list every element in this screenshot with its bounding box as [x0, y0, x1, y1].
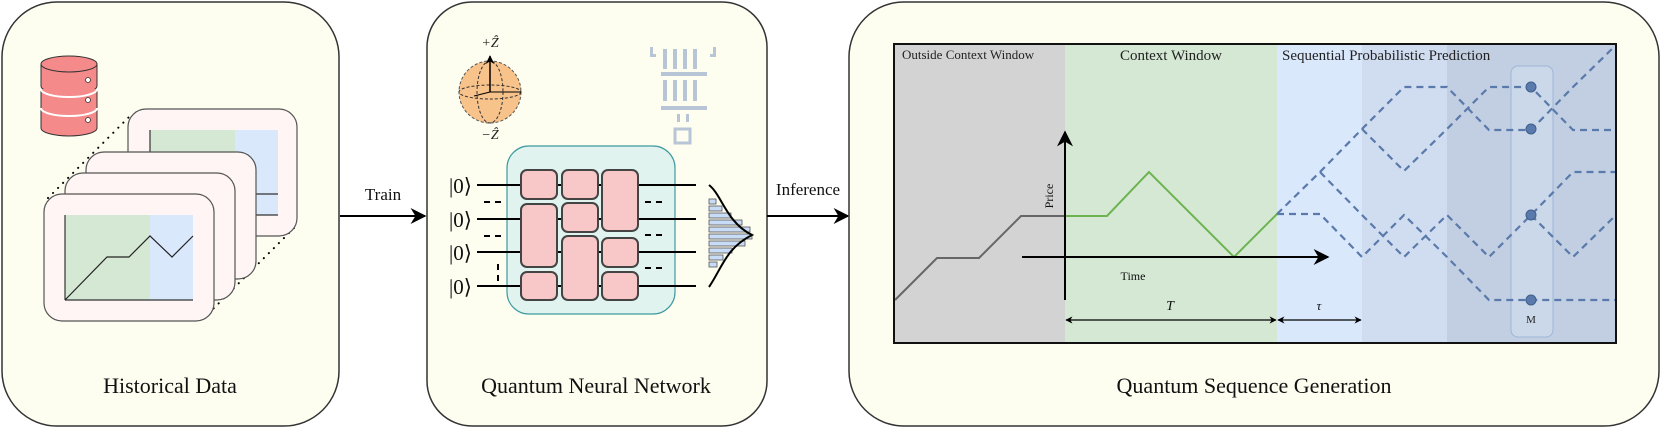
- prediction-label: Sequential Probabilistic Prediction: [1282, 48, 1491, 64]
- predicted-path: [1319, 170, 1616, 259]
- price-line: [64, 235, 194, 301]
- qubit-label-3: |0⟩: [449, 241, 472, 265]
- historical-data-panel: Historical Data: [1, 1, 340, 427]
- outside-context-label: Outside Context Window: [902, 47, 1035, 62]
- qubit-label-2: |0⟩: [449, 208, 472, 232]
- database-icon: [40, 55, 98, 137]
- inference-label: Inference: [776, 180, 840, 199]
- past-price-line: [894, 215, 1065, 301]
- gate: [561, 169, 599, 200]
- measure-label: M: [1526, 314, 1536, 326]
- qubit-label-4: |0⟩: [449, 275, 472, 299]
- train-arrow: Train: [340, 185, 427, 224]
- context-length-label: T: [1166, 299, 1175, 314]
- generation-panel: Outside Context Window Context Window Se…: [848, 1, 1660, 427]
- prediction-region-2: [1362, 44, 1447, 343]
- gate: [601, 271, 639, 301]
- train-label: Train: [365, 185, 402, 204]
- measurement-points: [1525, 81, 1537, 306]
- quantum-chip-icon: [650, 47, 716, 145]
- bloch-plus-z-label: +Ẑ: [481, 34, 498, 51]
- measurement-box: [1510, 65, 1554, 338]
- y-axis-label: Price: [1042, 184, 1056, 209]
- predicted-path: [1276, 44, 1617, 215]
- historical-data-title: Historical Data: [103, 373, 237, 398]
- gate: [520, 271, 558, 301]
- measurement-dot: [1525, 209, 1537, 221]
- gate: [520, 169, 558, 200]
- gate: [561, 235, 599, 301]
- chart-regions: [894, 44, 1616, 343]
- qnn-panel: +Ẑ −Ẑ |0⟩ |0⟩ |0⟩ |0⟩: [426, 1, 768, 427]
- step-label: τ: [1317, 298, 1323, 313]
- inference-arrow: Inference: [767, 180, 850, 224]
- predicted-paths: [1276, 44, 1617, 302]
- outside-context-region: [894, 44, 1065, 343]
- gate: [561, 202, 599, 233]
- predicted-path: [1361, 85, 1616, 173]
- quantum-gates: [520, 169, 639, 301]
- predicted-path: [1530, 214, 1617, 259]
- gate: [601, 169, 639, 232]
- chart-frame: [893, 43, 1617, 344]
- bloch-minus-z-label: −Ẑ: [481, 126, 498, 143]
- context-window-label: Context Window: [1120, 48, 1222, 64]
- chart-card-front: [43, 193, 215, 322]
- bloch-sphere-icon: +Ẑ −Ẑ: [458, 34, 522, 143]
- measurement-dot: [1525, 123, 1537, 135]
- prediction-region-1: [1277, 44, 1362, 343]
- gate: [520, 203, 558, 268]
- output-distribution-icon: [708, 184, 755, 288]
- x-axis-label: Time: [1121, 269, 1146, 283]
- qnn-title: Quantum Neural Network: [481, 373, 711, 398]
- generation-title: Quantum Sequence Generation: [1117, 373, 1392, 398]
- ellipsis-dashes: [484, 201, 664, 284]
- gate: [601, 237, 639, 268]
- qubit-labels: |0⟩ |0⟩ |0⟩ |0⟩: [449, 174, 472, 299]
- qubit-label-1: |0⟩: [449, 174, 472, 198]
- context-price-line: [1065, 170, 1278, 259]
- measurement-dot: [1525, 81, 1537, 93]
- measurement-dot: [1525, 294, 1537, 306]
